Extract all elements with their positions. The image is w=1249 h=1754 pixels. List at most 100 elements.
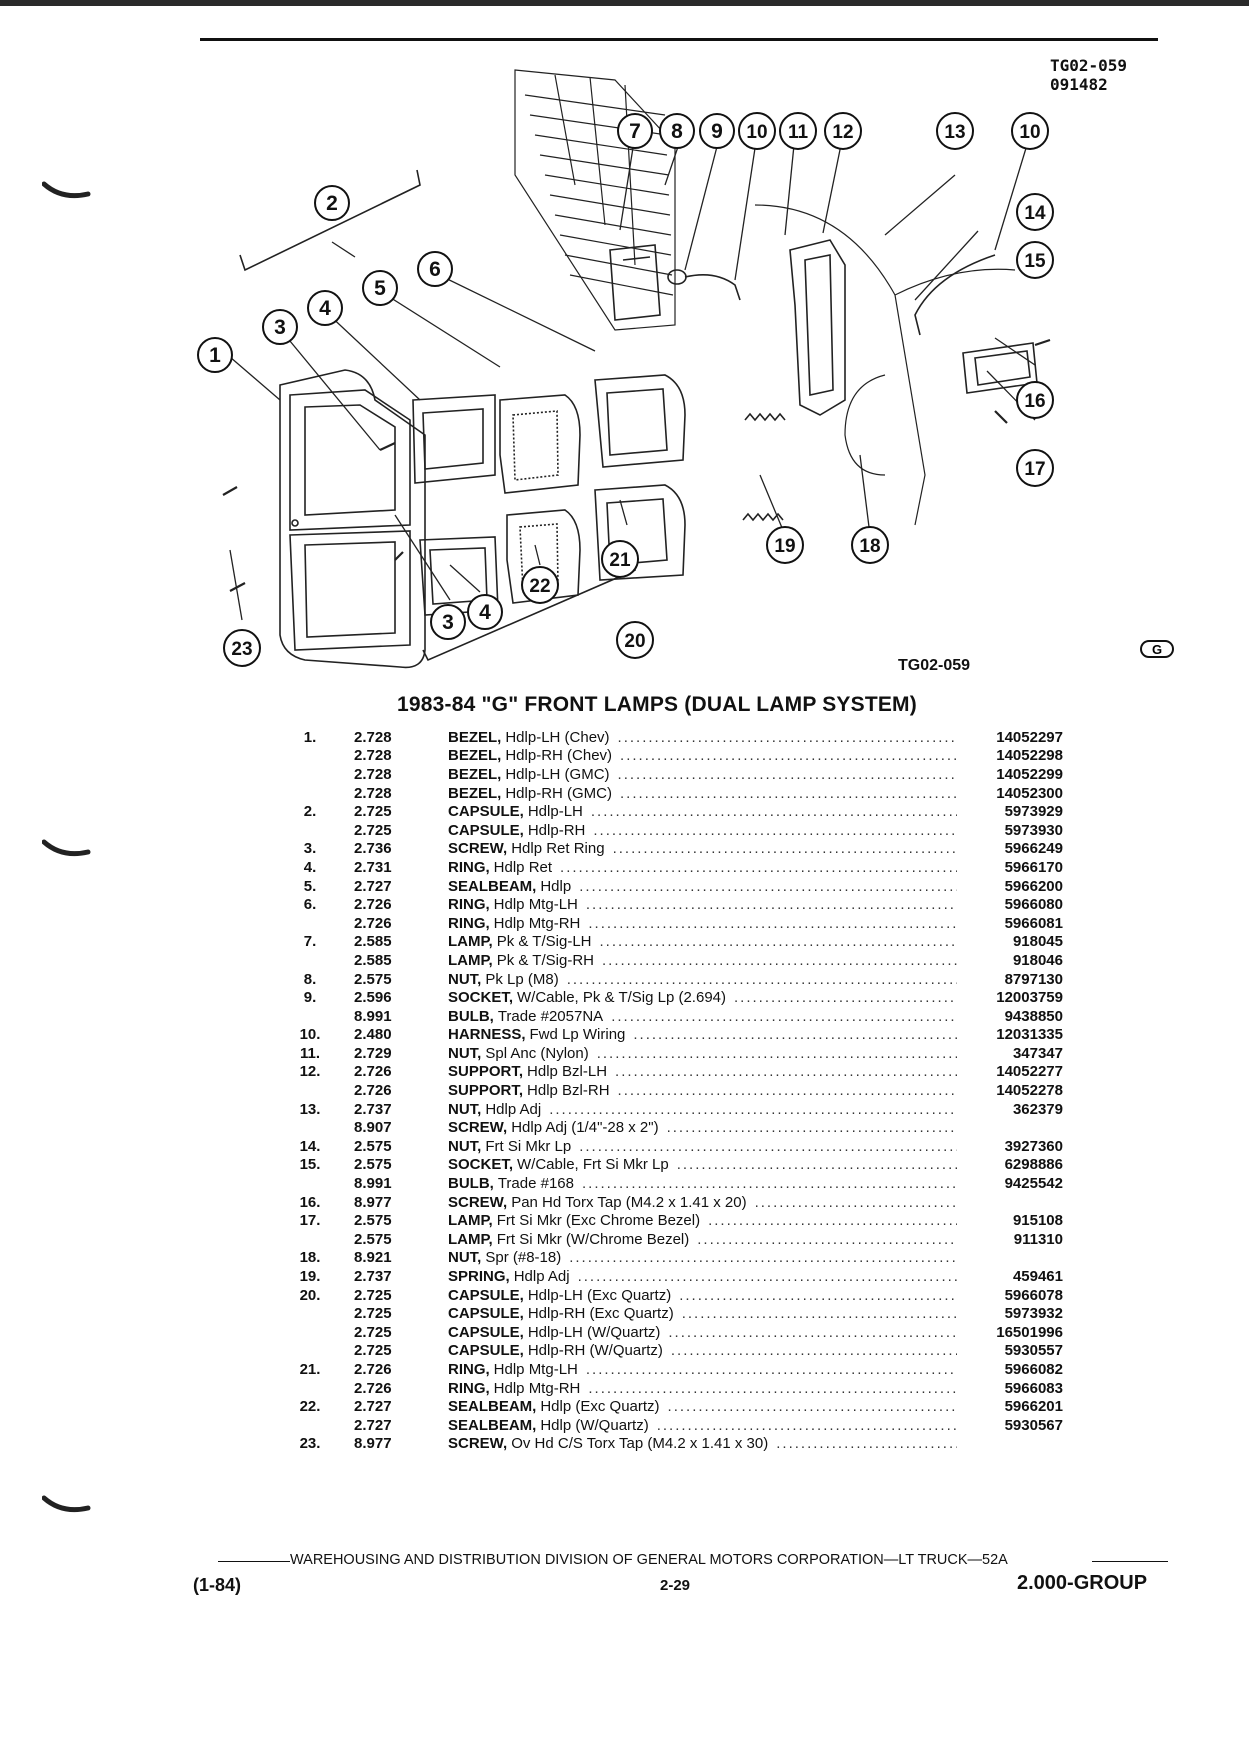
part-detail: Hdlp-LH (Chev) [505,728,610,746]
part-detail: W/Cable, Pk & T/Sig Lp (2.694) [517,989,726,1007]
part-detail: Hdlp Mtg-RH [493,1379,581,1397]
leader-dots [578,1268,957,1285]
svg-text:11: 11 [788,122,809,143]
part-description: CAPSULE,Hdlp-LH (W/Quartz) [444,1324,963,1341]
part-name: SOCKET, [448,989,514,1007]
part-name: SCREW, [448,840,508,858]
part-name: SEALBEAM, [448,877,537,895]
part-description: SEALBEAM,Hdlp (Exc Quartz) [444,1398,963,1415]
group-number: 2.729 [354,1044,392,1062]
part-name: NUT, [448,1137,482,1155]
part-description: SCREW,Hdlp Adj (1/4"-28 x 2") [444,1119,963,1136]
group-number: 2.737 [354,1100,392,1118]
leader-dots [593,822,957,839]
part-name: LAMP, [448,951,493,969]
part-detail: Hdlp (Exc Quartz) [540,1398,660,1416]
part-number: 14052299 [996,765,1063,783]
svg-text:10: 10 [746,122,767,143]
ref-number: 4. [303,858,317,876]
lamp-socket-bulb [667,269,741,301]
callout-12: 12 [824,112,862,150]
part-name: BULB, [448,1007,494,1025]
part-name: SPRING, [448,1268,510,1286]
part-detail: Trade #168 [497,1175,574,1193]
part-number: 8797130 [1004,970,1063,988]
part-name: NUT, [448,1100,482,1118]
part-description: LAMP,Frt Si Mkr (Exc Chrome Bezel) [444,1212,963,1229]
callout-5: 5 [362,270,398,306]
part-name: RING, [448,858,490,876]
callout-1: 1 [197,337,233,373]
callout-2: 2 [314,185,350,221]
group-number: 2.726 [354,914,392,932]
part-number: 3927360 [1004,1137,1063,1155]
part-detail: Hdlp Adj [513,1268,570,1286]
group-number: 2.728 [354,747,392,765]
group-number: 2.728 [354,784,392,802]
part-detail: Pk & T/Sig-LH [496,933,592,951]
group-number: 2.726 [354,1360,392,1378]
screw-fasteners [222,338,1051,592]
part-number: 5966170 [1004,858,1063,876]
part-name: SCREW, [448,1435,508,1453]
part-description: LAMP,Pk & T/Sig-RH [444,952,963,969]
part-number: 5966082 [1004,1360,1063,1378]
svg-text:3: 3 [274,316,286,339]
ref-number: 14. [299,1137,321,1155]
part-number: 9438850 [1004,1007,1063,1025]
callout-3-lower: 3 [430,604,466,640]
ref-number: 11. [299,1044,321,1062]
part-number: 5966200 [1004,877,1063,895]
callout-13: 13 [936,112,974,150]
headlamp-bezel [279,369,426,669]
part-description: SPRING,Hdlp Adj [444,1268,963,1285]
part-name: BULB, [448,1175,494,1193]
group-number: 2.728 [354,728,392,746]
part-detail: Hdlp [540,877,572,895]
group-number: 2.575 [354,1156,392,1174]
svg-text:16: 16 [1024,391,1045,412]
figure-code-line1: TG02-059 [1050,56,1128,75]
svg-text:1: 1 [209,344,221,367]
group-number: 2.726 [354,1063,392,1081]
leader-dots [657,1417,957,1434]
part-detail: Hdlp (W/Quartz) [540,1416,649,1434]
ref-number: 6. [303,896,317,914]
part-detail: Hdlp Mtg-LH [493,896,578,914]
g-symbol-icon: G [1140,640,1174,658]
leader-dots [560,859,957,876]
group-number: 2.585 [354,951,392,969]
svg-text:7: 7 [629,120,641,143]
ref-number: 7. [303,933,317,951]
part-description: RING,Hdlp Mtg-RH [444,1380,963,1397]
callout-7: 7 [617,113,653,149]
part-detail: Hdlp-LH (Exc Quartz) [527,1286,672,1304]
group-number: 2.585 [354,933,392,951]
leader-dots [620,785,957,802]
footer-date: (1-84) [193,1575,242,1595]
group-number: 2.725 [354,803,392,821]
part-name: NUT, [448,1044,482,1062]
leader-dots [586,1361,957,1378]
leader-dots [677,1156,957,1173]
leader-dots [597,1045,957,1062]
part-number: 12003759 [996,989,1063,1007]
part-number: 5966249 [1004,840,1063,858]
part-description: RING,Hdlp Mtg-LH [444,1361,963,1378]
leader-dots [618,729,957,746]
callout-20: 20 [616,621,654,659]
ref-number: 9. [303,989,317,1007]
part-name: BEZEL, [448,784,502,802]
